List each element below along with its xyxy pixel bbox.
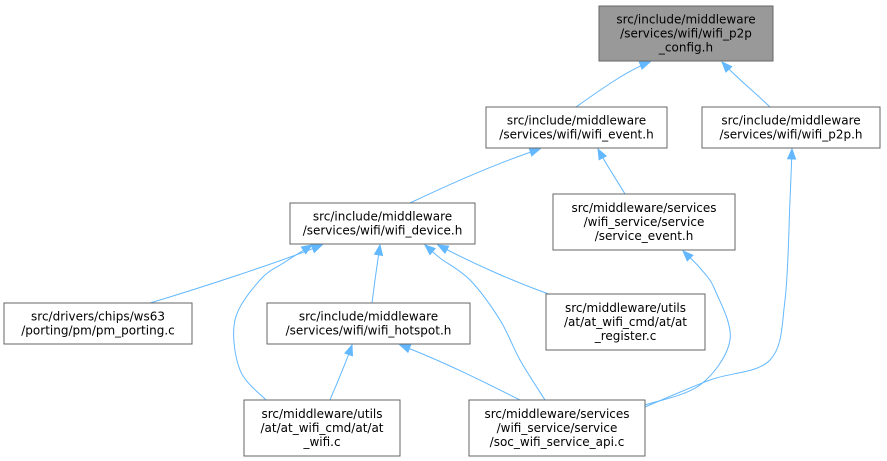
edge-n9-to-n4: [644, 250, 731, 406]
edge-line: [424, 244, 546, 401]
arrowhead-icon: [423, 244, 437, 256]
arrowhead-icon: [300, 244, 314, 255]
node-label-line: _wifi.c: [302, 435, 340, 449]
node-label-line: src/drivers/chips/ws63: [31, 310, 165, 324]
arrowhead-icon: [638, 61, 652, 71]
edge-n9-to-n6: [398, 344, 521, 401]
node-label-line: src/include/middleware: [616, 13, 755, 27]
node-label-line: /soc_wifi_service_api.c: [490, 435, 625, 449]
edge-line: [399, 344, 521, 401]
node-label-line: /wifi_service/service: [584, 215, 705, 229]
edge-n9-to-n3: [423, 244, 546, 401]
node-label-line: src/include/middleware: [313, 210, 452, 224]
arrowhead-icon: [528, 147, 542, 157]
node-file[interactable]: src/middleware/utils/at/at_wifi_cmd/at/a…: [243, 399, 401, 457]
node-label-line: /services/wifi/wifi_p2p: [620, 27, 752, 41]
arrowhead-icon: [310, 244, 324, 254]
edge-n8-to-n3: [233, 244, 314, 401]
edge-line: [149, 244, 323, 304]
edge-line: [644, 148, 793, 408]
node-label-line: /services/wifi/wifi_hotspot.h: [286, 324, 452, 338]
node-label-line: /service_event.h: [595, 229, 694, 243]
node-label-line: /wifi_service/service: [497, 421, 618, 435]
node-file[interactable]: src/include/middleware/services/wifi/wif…: [266, 302, 471, 345]
edge-n4-to-n1: [597, 147, 626, 195]
node-box: [3, 302, 193, 345]
node-label-line: /at/at_wifi_cmd/at/at: [564, 315, 687, 329]
edge-n3-to-n1: [409, 147, 542, 204]
node-file[interactable]: src/middleware/utils/at/at_wifi_cmd/at/a…: [545, 293, 706, 351]
edge-n1-to-n0: [575, 61, 652, 108]
node-box: [598, 5, 774, 62]
node-file[interactable]: src/include/middleware/services/wifi/wif…: [289, 202, 476, 245]
edge-line: [437, 244, 567, 301]
node-file[interactable]: src/middleware/services/wifi_service/ser…: [552, 193, 736, 251]
node-label-line: src/middleware/services: [571, 201, 716, 215]
edge-n8-to-n6: [329, 343, 354, 401]
node-label-line: /services/wifi/wifi_p2p.h: [719, 128, 862, 142]
node-root-file[interactable]: src/include/middleware/services/wifi/wif…: [598, 5, 774, 62]
node-box: [266, 302, 471, 345]
node-file[interactable]: src/drivers/chips/ws63/porting/pm/pm_por…: [3, 302, 193, 345]
node-label-line: src/include/middleware: [721, 114, 860, 128]
nodes-layer: src/include/middleware/services/wifi/wif…: [3, 5, 881, 457]
arrowhead-icon: [682, 250, 694, 262]
node-file[interactable]: src/middleware/services/wifi_service/ser…: [468, 399, 646, 457]
node-box: [243, 399, 401, 457]
edges-layer: [149, 61, 797, 408]
node-label-line: /services/wifi/wifi_device.h: [303, 224, 463, 238]
node-box: [701, 106, 881, 149]
node-box: [545, 293, 706, 351]
arrowhead-icon: [436, 244, 450, 255]
edge-n5-to-n3: [149, 244, 324, 304]
edge-n6-to-n3: [371, 243, 384, 304]
edge-line: [644, 250, 731, 406]
arrowhead-icon: [597, 147, 608, 161]
node-label-line: src/middleware/utils: [261, 407, 382, 421]
edge-line: [575, 61, 651, 108]
arrowhead-icon: [373, 243, 384, 257]
node-box: [468, 399, 646, 457]
arrowhead-icon: [786, 147, 797, 160]
edge-line: [233, 244, 313, 401]
node-label-line: src/middleware/utils: [565, 301, 686, 315]
edge-line: [409, 148, 541, 204]
node-label-line: /porting/pm/pm_porting.c: [21, 324, 174, 338]
edge-n2-to-n0: [721, 61, 771, 108]
arrowhead-icon: [721, 61, 733, 73]
node-file[interactable]: src/include/middleware/services/wifi/wif…: [485, 106, 668, 149]
arrowhead-icon: [398, 344, 412, 354]
edge-n7-to-n3: [436, 244, 567, 301]
node-box: [552, 193, 736, 251]
node-box: [289, 202, 476, 245]
node-label-line: /at/at_wifi_cmd/at/at: [260, 421, 383, 435]
node-label-line: _register.c: [594, 329, 657, 343]
arrowhead-icon: [344, 343, 354, 357]
node-label-line: src/include/middleware: [507, 114, 646, 128]
node-label-line: src/include/middleware: [299, 310, 438, 324]
node-file[interactable]: src/include/middleware/services/wifi/wif…: [701, 106, 881, 149]
edge-n9-to-n2: [644, 147, 797, 408]
node-label-line: _config.h: [658, 41, 713, 55]
node-box: [485, 106, 668, 149]
node-label-line: src/middleware/services: [484, 407, 629, 421]
node-label-line: /services/wifi/wifi_event.h: [499, 128, 653, 142]
